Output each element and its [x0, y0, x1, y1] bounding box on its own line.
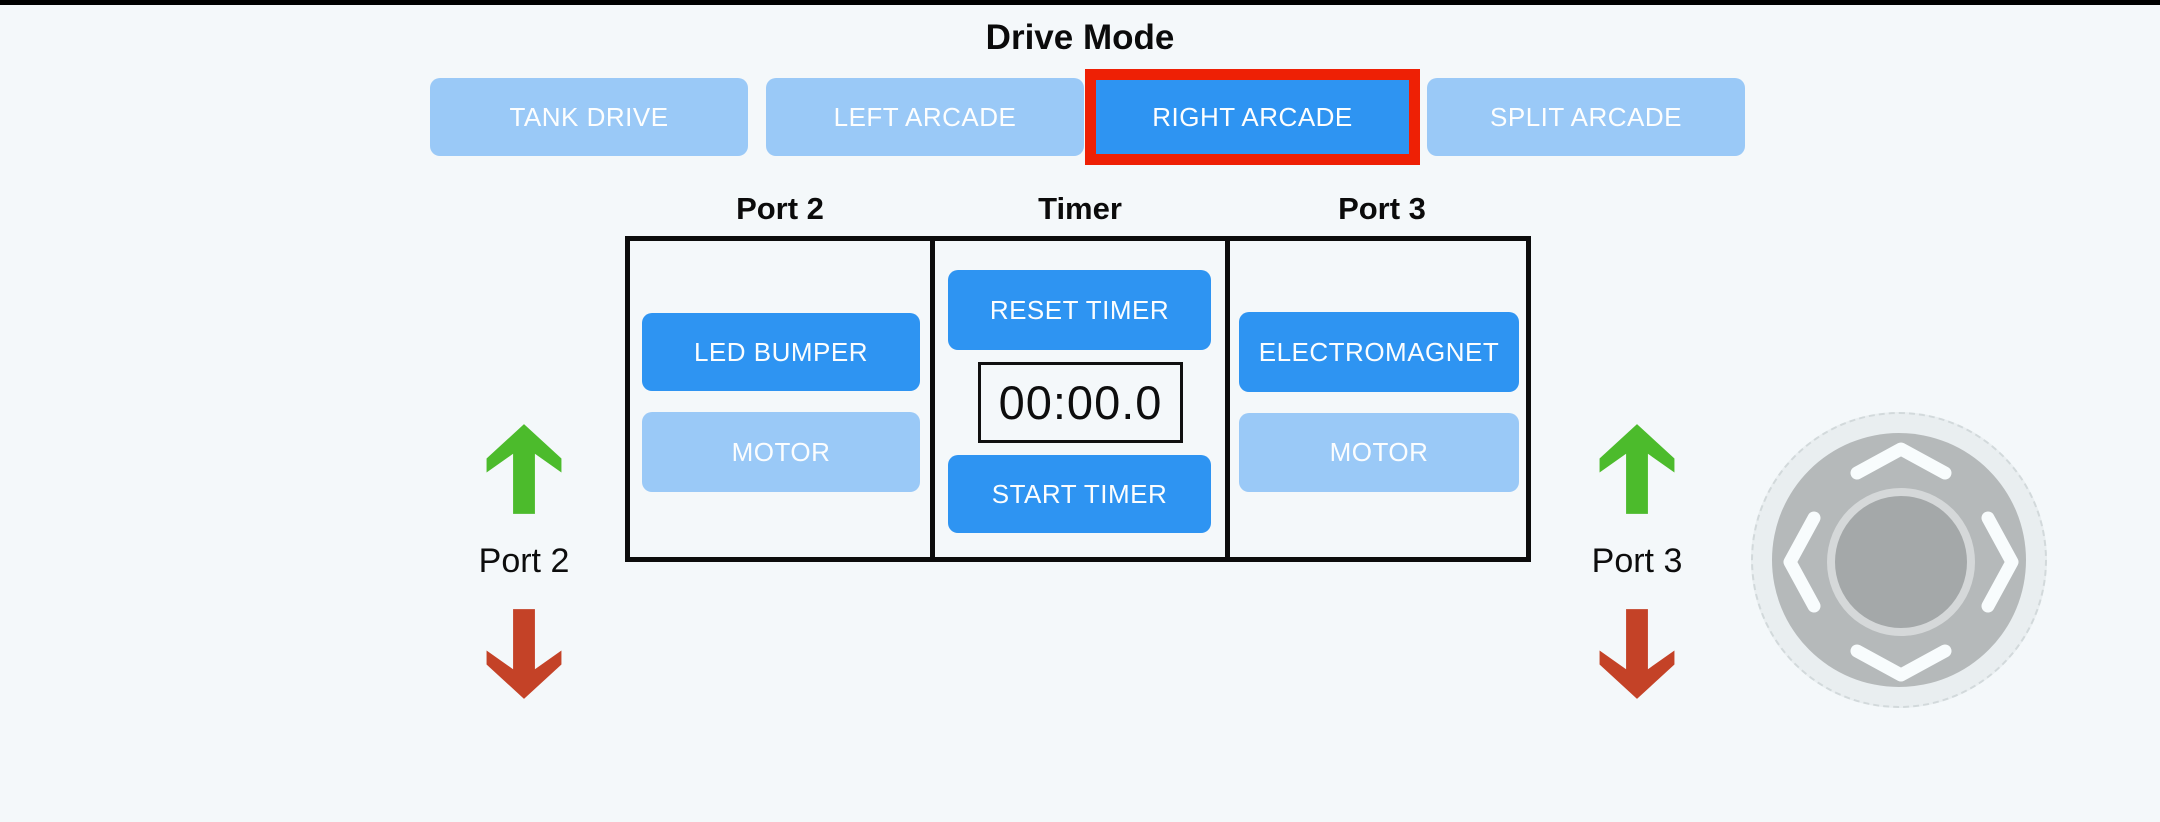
joystick-knob[interactable]: [1835, 496, 1967, 628]
page-title: Drive Mode: [985, 18, 1175, 57]
split-arcade-button[interactable]: SPLIT ARCADE: [1427, 78, 1745, 156]
reset-timer-button[interactable]: RESET TIMER: [948, 270, 1211, 350]
left-arcade-button[interactable]: LEFT ARCADE: [766, 78, 1084, 156]
timer-section-header: Timer: [1038, 191, 1122, 226]
top-border-bar: [0, 0, 2160, 5]
port3-up-arrow-icon: [1599, 424, 1675, 514]
port2-down-arrow-icon: [486, 609, 562, 699]
port2-section-header: Port 2: [736, 191, 824, 226]
control-panel: [625, 236, 1531, 562]
port2-up-arrow-icon: [486, 424, 562, 514]
joystick-left-chevron-icon: [1782, 510, 1822, 614]
led-bumper-button[interactable]: LED BUMPER: [642, 313, 920, 391]
drive-joystick[interactable]: [1751, 412, 2047, 708]
port3-motor-button[interactable]: MOTOR: [1239, 413, 1519, 492]
timer-display: 00:00.0: [978, 362, 1183, 443]
port2-indicator-label: Port 2: [478, 542, 570, 580]
joystick-up-chevron-icon: [1849, 441, 1953, 481]
port3-section-header: Port 3: [1338, 191, 1426, 226]
port2-motor-button[interactable]: MOTOR: [642, 412, 920, 492]
port3-indicator-label: Port 3: [1591, 542, 1683, 580]
electromagnet-button[interactable]: ELECTROMAGNET: [1239, 312, 1519, 392]
tank-drive-button[interactable]: TANK DRIVE: [430, 78, 748, 156]
right-arcade-button[interactable]: RIGHT ARCADE: [1085, 69, 1420, 165]
port3-down-arrow-icon: [1599, 609, 1675, 699]
joystick-right-chevron-icon: [1980, 510, 2020, 614]
panel-divider-1: [930, 236, 935, 562]
start-timer-button[interactable]: START TIMER: [948, 455, 1211, 533]
panel-divider-2: [1225, 236, 1230, 562]
joystick-down-chevron-icon: [1849, 643, 1953, 683]
